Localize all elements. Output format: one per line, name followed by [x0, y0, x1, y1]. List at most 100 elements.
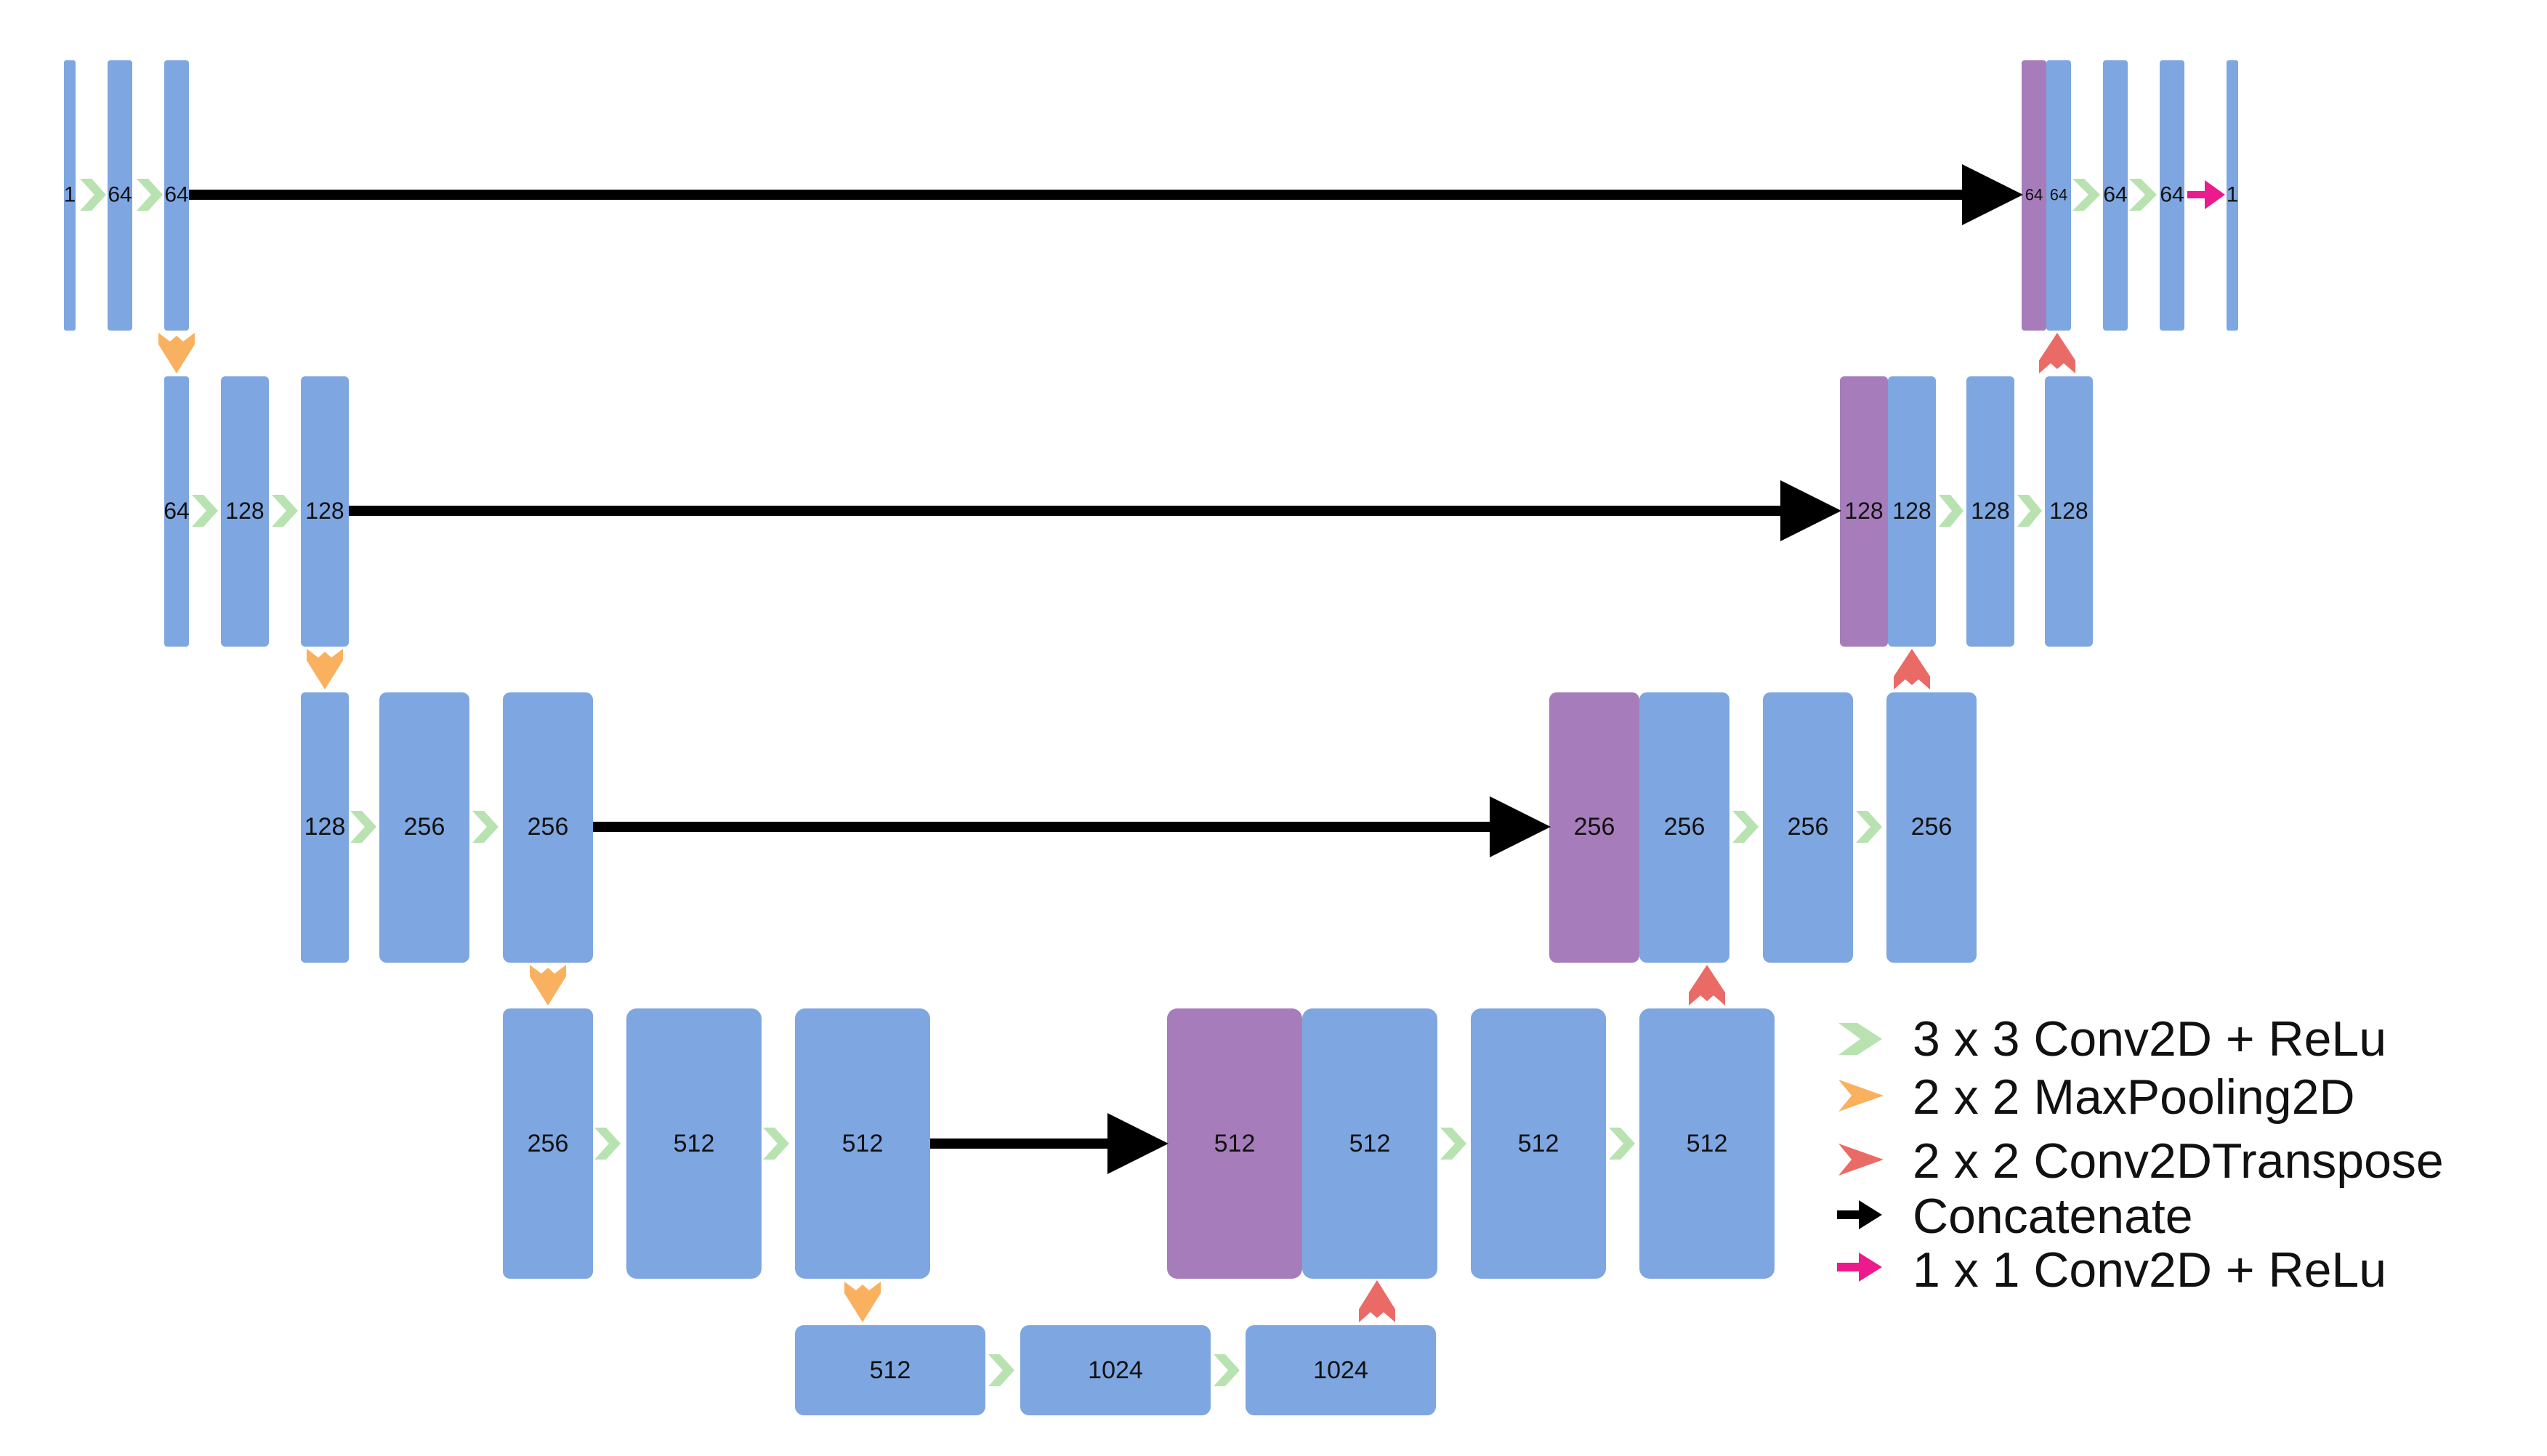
final-conv-arrow-head [2205, 180, 2225, 209]
enc2-block-1 [164, 376, 189, 647]
enc3-block-2 [379, 692, 469, 963]
conv-chevron-icon [2017, 495, 2042, 527]
conv-chevron-icon [137, 179, 163, 211]
legend-maxpool-arrow-icon [1838, 1080, 1884, 1112]
dec2-block-1 [1888, 376, 1936, 647]
dec1-label-3: 64 [2103, 183, 2127, 207]
enc2-label-2: 128 [225, 498, 264, 524]
dec1-label-4: 64 [2160, 183, 2184, 207]
maxpool-arrow-icon [307, 649, 343, 689]
dec3-label-4: 256 [1911, 813, 1953, 841]
conv-chevron-icon [350, 811, 376, 843]
enc1-label-2: 64 [108, 183, 132, 207]
output-label: 1 [2227, 183, 2239, 207]
upconv-arrow-icon [1689, 965, 1725, 1006]
dec2-label-2: 128 [1892, 498, 1931, 524]
legend-conv-chevron-icon [1838, 1023, 1882, 1055]
dec3-label-3: 256 [1788, 813, 1829, 841]
dec2-block-3 [2045, 376, 2093, 647]
legend-upconv-arrow-icon [1838, 1144, 1884, 1176]
upconv-arrow-icon [2039, 333, 2075, 373]
legend-label-upconv: 2 x 2 Conv2DTranspose [1913, 1133, 2444, 1189]
legend-label-maxpool: 2 x 2 MaxPooling2D [1913, 1069, 2355, 1125]
enc2-block-2 [221, 376, 269, 647]
enc4-block-3 [795, 1008, 930, 1279]
dec3-block-3 [1886, 692, 1977, 963]
dec2-block-2 [1966, 376, 2014, 647]
maxpool-arrows [158, 333, 881, 1322]
dec2-label-4: 128 [2049, 498, 2088, 524]
bottleneck-block-2 [1020, 1325, 1211, 1415]
upconv-arrow-icon [1359, 1280, 1395, 1322]
upconv-arrows [1359, 333, 2075, 1322]
enc1-block-3 [164, 60, 189, 331]
maxpool-arrow-icon [158, 333, 195, 373]
conv-chevron-icon [2129, 179, 2157, 211]
dec4-block-2 [1471, 1008, 1606, 1279]
conv-chevron-icon [1440, 1128, 1466, 1160]
conv-chevron-icon [272, 495, 298, 527]
enc4-label-1: 256 [528, 1130, 569, 1157]
dec3-block-1 [1639, 692, 1729, 963]
dec4-label-4: 512 [1687, 1130, 1728, 1157]
dec2-label-3: 128 [1971, 498, 2009, 524]
dec3-label-1: 256 [1574, 813, 1615, 841]
enc2-label-3: 128 [305, 498, 344, 524]
conv-chevron-icon [594, 1128, 621, 1160]
bottleneck-block-3 [1246, 1325, 1436, 1415]
legend-label-final-conv: 1 x 1 Conv2D + ReLu [1913, 1242, 2386, 1298]
dec4-label-3: 512 [1518, 1130, 1559, 1157]
enc1-label-3: 64 [164, 183, 188, 207]
enc3-block-1 [301, 692, 349, 963]
conv-chevron-icon [1856, 811, 1882, 843]
dec1-label-2: 64 [2050, 186, 2067, 204]
dec4-label-2: 512 [1349, 1130, 1391, 1157]
enc4-block-1 [503, 1008, 593, 1279]
dec4-block-1 [1302, 1008, 1437, 1279]
dec3-block-2 [1763, 692, 1853, 963]
dec1-block-1 [2046, 60, 2071, 331]
enc2-label-1: 64 [164, 498, 190, 524]
dec4-label-1: 512 [1214, 1130, 1256, 1157]
dec2-concat-block [1840, 376, 1888, 647]
legend-label-concat: Concatenate [1913, 1189, 2193, 1244]
maxpool-arrow-icon [530, 965, 566, 1006]
dec1-block-2 [2103, 60, 2128, 331]
upconv-arrow-icon [1894, 649, 1930, 689]
conv-chevron-icon [80, 179, 106, 211]
dec2-label-1: 128 [1844, 498, 1883, 524]
dec4-block-3 [1639, 1008, 1775, 1279]
enc3-label-1: 128 [304, 813, 346, 841]
conv-chevrons [80, 179, 2157, 1386]
legend: 3 x 3 Conv2D + ReLu 2 x 2 MaxPooling2D 2… [1837, 1011, 2444, 1298]
conv-chevron-icon [192, 495, 218, 527]
conv-chevron-icon [2072, 179, 2100, 211]
conv-chevron-icon [1939, 495, 1963, 527]
bottleneck-label-3: 1024 [1313, 1356, 1368, 1384]
enc2-block-3 [301, 376, 349, 647]
conv-chevron-icon [1732, 811, 1759, 843]
enc4-block-2 [626, 1008, 762, 1279]
conv-chevron-icon [472, 811, 498, 843]
enc4-label-3: 512 [842, 1130, 884, 1157]
dec1-block-3 [2160, 60, 2184, 331]
enc3-label-2: 256 [404, 813, 445, 841]
dec4-concat-block [1167, 1008, 1302, 1279]
conv-chevron-icon [1214, 1354, 1240, 1386]
conv-chevron-icon [763, 1128, 789, 1160]
legend-final-conv-arrow-icon [1859, 1253, 1882, 1282]
output-block [2227, 60, 2238, 331]
enc1-block-1 [64, 60, 76, 331]
conv-chevron-icon [988, 1354, 1014, 1386]
legend-concat-arrow-icon [1859, 1200, 1882, 1229]
enc3-label-3: 256 [528, 813, 569, 841]
dec3-concat-block [1549, 692, 1639, 963]
legend-label-conv: 3 x 3 Conv2D + ReLu [1913, 1011, 2386, 1067]
bottleneck-label-2: 1024 [1088, 1356, 1143, 1384]
dec1-concat-block [2022, 60, 2046, 331]
bottleneck-label-1: 512 [870, 1356, 911, 1384]
dec3-label-2: 256 [1664, 813, 1706, 841]
enc1-label-1: 1 [64, 183, 76, 207]
conv-chevron-icon [1609, 1128, 1635, 1160]
